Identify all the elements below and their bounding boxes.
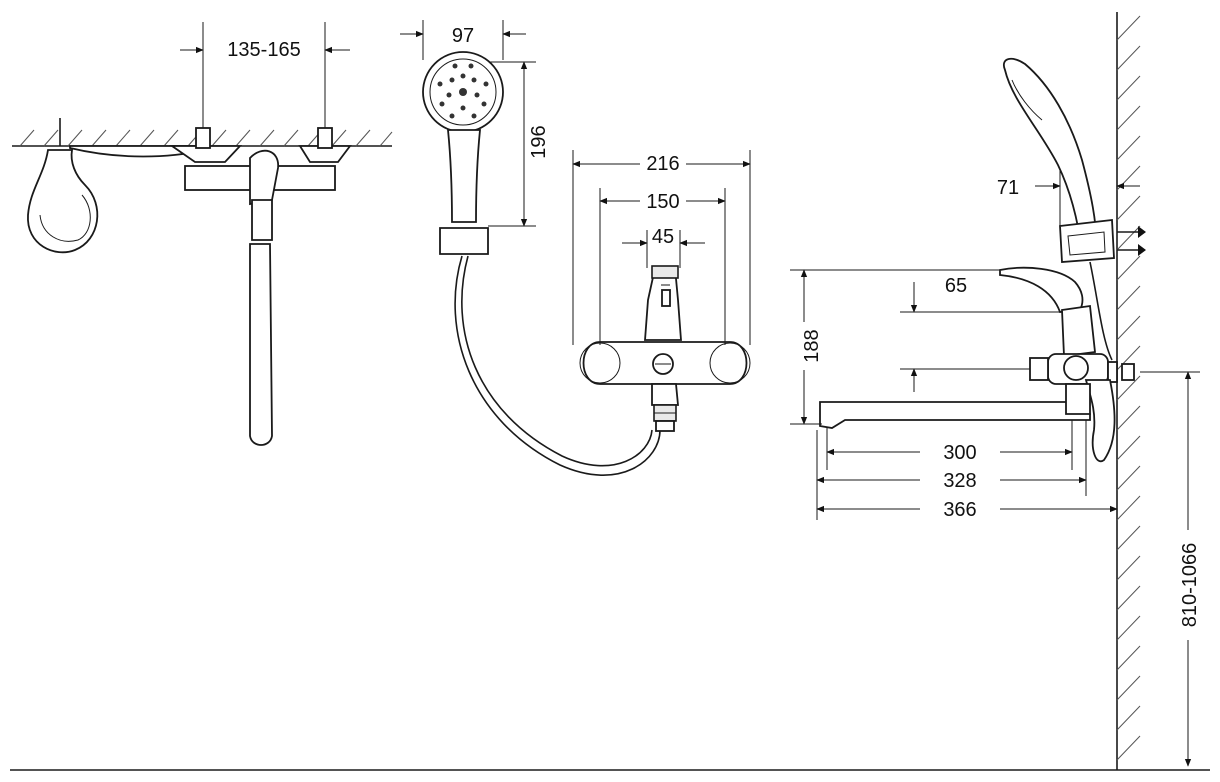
dim-label-spout-366: 366 <box>943 499 976 521</box>
dim-label-install-height: 810-1066 <box>1179 543 1201 628</box>
dim-label-body-width: 216 <box>646 153 679 175</box>
dim-outlet-offset: 65 <box>900 275 1060 392</box>
dim-handle-width: 45 <box>622 226 705 268</box>
dim-label-handle-width: 45 <box>652 226 674 248</box>
dim-body-spacing: 150 <box>599 188 726 345</box>
top-view <box>12 118 393 446</box>
dim-wall-bracket: 71 <box>997 170 1140 228</box>
dim-body-width: 216 <box>572 150 751 345</box>
dim-handshower-height: 196 <box>488 61 550 227</box>
dim-install-height: 810-1066 <box>1140 371 1201 767</box>
dim-label-handshower-height: 196 <box>528 125 550 158</box>
hand-shower <box>422 51 661 476</box>
dim-label-spout-300: 300 <box>943 442 976 464</box>
wall-hatch <box>1116 15 1141 761</box>
dim-spout-lengths: 300 328 366 <box>816 420 1118 521</box>
shower-nozzles <box>437 63 489 119</box>
dim-label-handshower-width: 97 <box>452 25 474 47</box>
dim-label-supply-spacing: 135-165 <box>227 39 300 61</box>
dim-label-wall-bracket: 71 <box>997 177 1019 199</box>
dim-label-spout-328: 328 <box>943 470 976 492</box>
dim-label-body-spacing: 150 <box>646 191 679 213</box>
side-view <box>10 12 1210 771</box>
dim-label-outlet-offset: 65 <box>945 275 967 297</box>
dim-label-height: 188 <box>801 329 823 362</box>
dim-supply-spacing: 135-165 <box>180 22 350 128</box>
front-view <box>579 265 751 432</box>
dim-handshower-width: 97 <box>400 20 526 60</box>
dim-height: 188 <box>790 269 1000 425</box>
